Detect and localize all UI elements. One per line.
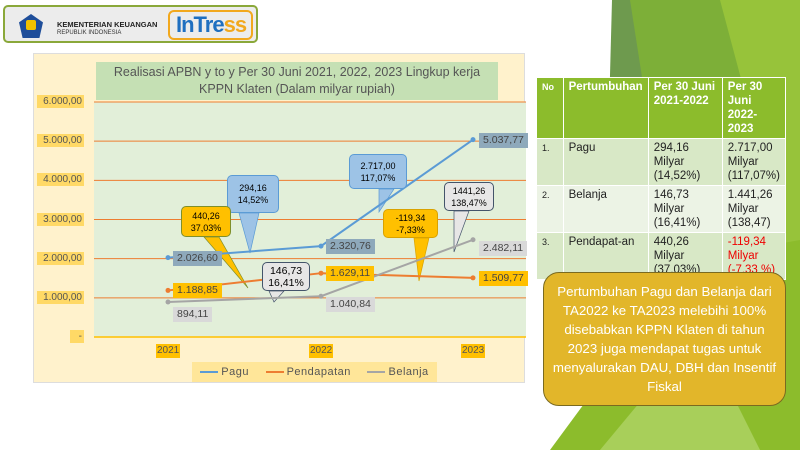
chart-title: Realisasi APBN y to y Per 30 Juni 2021, …: [96, 62, 498, 100]
y-tick-label: 4.000,00: [37, 173, 84, 187]
growth-callout: -119,34-7,33%: [383, 209, 438, 238]
data-label: 2.320,76: [326, 239, 375, 255]
chart-legend: Pagu Pendapatan Belanja: [192, 362, 437, 382]
data-label: 2.482,11: [479, 240, 528, 256]
data-point: [470, 137, 476, 143]
legend-item-belanja: Belanja: [367, 366, 428, 378]
ministry-name: KEMENTERIAN KEUANGAN: [57, 20, 158, 29]
y-tick-label: 5.000,00: [37, 134, 84, 148]
growth-table: No Pertumbuhan Per 30 Juni 2021-2022 Per…: [536, 77, 787, 280]
y-tick-label: 2.000,00: [37, 251, 84, 265]
callout-pointer: [203, 236, 249, 289]
intress-logo: InTress: [168, 10, 253, 40]
header-banner: KEMENTERIAN KEUANGAN REPUBLIK INDONESIA …: [3, 5, 258, 43]
table-header-row: No Pertumbuhan Per 30 Juni 2021-2022 Per…: [536, 77, 787, 139]
callout-pointer: [238, 212, 260, 254]
data-point: [165, 255, 171, 261]
ministry-emblem-icon: [19, 14, 43, 38]
data-label: 894,11: [173, 306, 213, 322]
plot-area: [94, 101, 526, 338]
data-label: 1.040,84: [326, 297, 375, 313]
data-point: [165, 287, 171, 293]
y-tick-label: -: [70, 330, 84, 343]
data-point: [470, 275, 476, 281]
y-tick-label: 1.000,00: [37, 290, 84, 304]
x-tick-label: 2022: [309, 344, 334, 358]
data-point: [470, 237, 476, 243]
line-chart: Realisasi APBN y to y Per 30 Juni 2021, …: [33, 53, 528, 383]
ministry-subtitle: REPUBLIK INDONESIA: [57, 30, 122, 36]
legend-item-pagu: Pagu: [200, 366, 249, 378]
y-tick-label: 6.000,00: [37, 95, 84, 108]
callout-pointer: [268, 290, 285, 303]
explanation-note: Pertumbuhan Pagu dan Belanja dari TA2022…: [543, 272, 786, 406]
data-label: 1.188,85: [173, 283, 222, 299]
data-label: 1.629,11: [326, 266, 375, 282]
data-label: 1.509,77: [479, 270, 528, 286]
data-point: [318, 243, 324, 249]
y-tick-label: 3.000,00: [37, 212, 84, 226]
data-label: 5.037,77: [479, 132, 528, 148]
data-label: 2.026,60: [173, 250, 222, 266]
legend-item-pendapatan: Pendapatan: [265, 366, 351, 378]
data-point: [318, 270, 324, 276]
x-tick-label: 2023: [461, 344, 486, 358]
callout-pointer: [453, 210, 470, 253]
x-tick-label: 2021: [156, 344, 181, 358]
data-point: [318, 293, 324, 299]
data-point: [165, 299, 171, 305]
